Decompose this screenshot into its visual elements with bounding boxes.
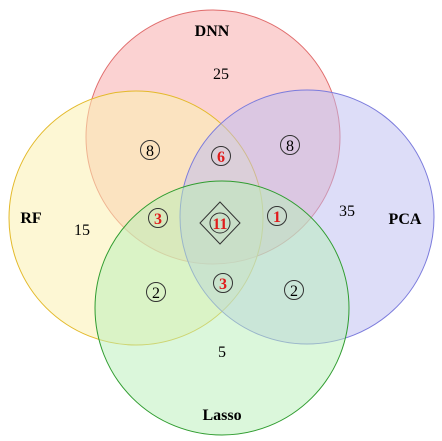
region-dnn-rf-lasso: 3 [148, 208, 168, 228]
region-dnn-pca: 8 [280, 135, 300, 155]
count-ring [148, 208, 168, 228]
region-rf-pca-lasso: 3 [213, 273, 233, 293]
region-rf-lasso: 2 [146, 282, 166, 302]
count-ring [284, 280, 304, 300]
count-ring [209, 212, 231, 234]
count-value: 1 [273, 209, 281, 226]
count-ring [267, 206, 287, 226]
count-ring [213, 273, 233, 293]
region-pca-only: 35 [339, 203, 355, 220]
count-ring [280, 135, 300, 155]
count-value: 2 [152, 285, 160, 302]
region-dnn-pca-lasso: 1 [267, 206, 287, 226]
region-dnn-only: 25 [213, 66, 229, 83]
count-value: 2 [290, 283, 298, 300]
set-label-dnn: DNN [195, 23, 230, 40]
count-ring [211, 146, 231, 166]
set-label-lasso: Lasso [202, 407, 241, 424]
count-value: 6 [217, 149, 225, 166]
region-pca-lasso: 2 [284, 280, 304, 300]
set-circle-lasso [94, 180, 350, 436]
count-value: 11 [212, 216, 227, 233]
count-value: 8 [146, 143, 154, 160]
set-label-pca: PCA [389, 211, 422, 228]
count-value: 3 [219, 276, 227, 293]
count-ring [140, 140, 160, 160]
count-ring [146, 282, 166, 302]
set-label-rf: RF [20, 210, 42, 227]
region-rf-only: 15 [74, 222, 90, 239]
region-all-four: 11 [199, 201, 241, 245]
count-diamond [199, 201, 241, 245]
region-lasso-only: 5 [218, 344, 226, 361]
count-value: 3 [154, 211, 162, 228]
region-dnn-rf-pca: 6 [211, 146, 231, 166]
count-value: 8 [286, 138, 294, 155]
region-dnn-rf: 8 [140, 140, 160, 160]
